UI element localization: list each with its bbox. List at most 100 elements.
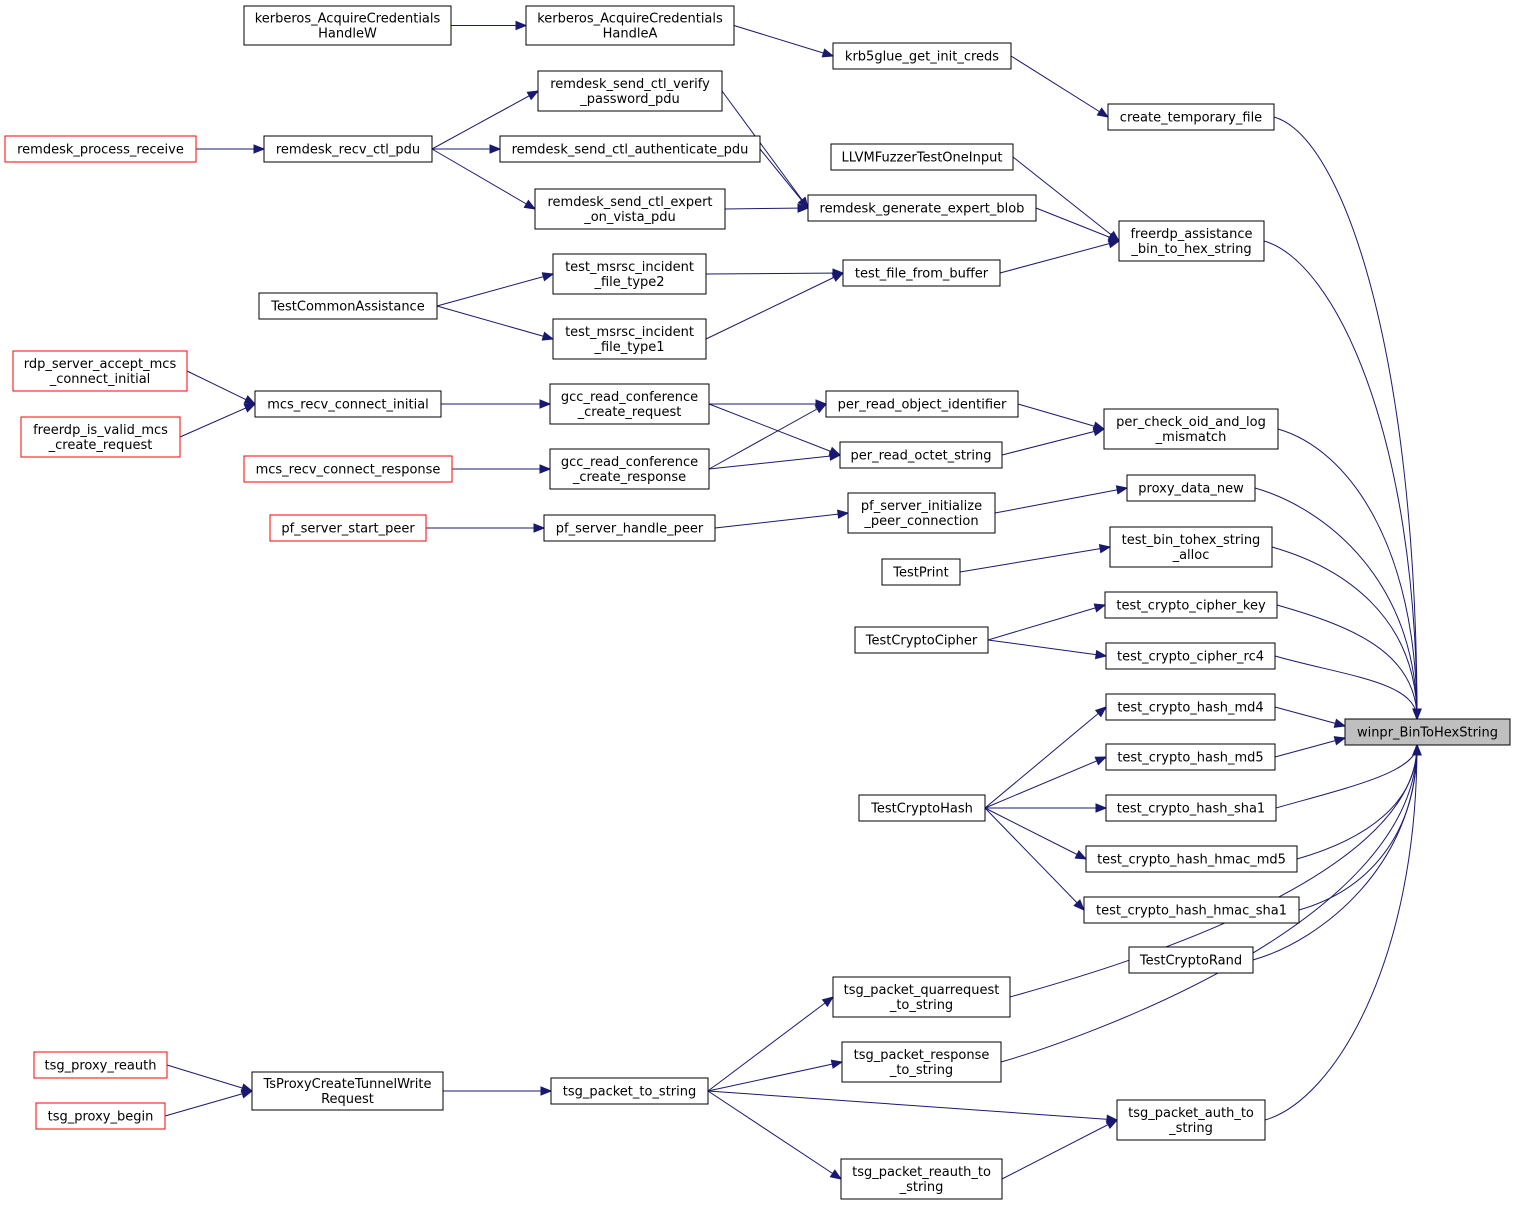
node-rdprecv[interactable]: remdesk_process_receive (4, 135, 197, 163)
arrowhead (243, 403, 257, 413)
node-tcck[interactable]: test_crypto_cipher_key (1104, 591, 1278, 619)
node-pssp[interactable]: pf_server_start_peer (269, 514, 427, 542)
node-tch[interactable]: TestCryptoHash (858, 794, 986, 822)
node-pcoid[interactable]: per_check_oid_and_log_mismatch (1103, 408, 1279, 450)
node-tpqts[interactable]: tsg_packet_quarrequest_to_string (832, 976, 1011, 1018)
node-tca[interactable]: TestCommonAssistance (258, 292, 438, 320)
node-krb5[interactable]: krb5glue_get_init_creds (832, 42, 1012, 70)
node-mcsci[interactable]: mcs_recv_connect_initial (254, 390, 442, 418)
edge-line (987, 604, 1106, 641)
node-proi[interactable]: per_read_object_identifier (825, 390, 1019, 418)
edge-rdauth-to-rdgen (759, 148, 809, 210)
node-tprats[interactable]: tsg_packet_reauth_to_string (840, 1158, 1003, 1200)
node-label: _connect_initial (49, 372, 151, 387)
node-tchmd4[interactable]: test_crypto_hash_md4 (1105, 693, 1276, 721)
node-pros[interactable]: per_read_octet_string (839, 441, 1003, 469)
node-box (830, 143, 1014, 171)
node-box (1104, 591, 1278, 619)
node-fivm[interactable]: freerdp_is_valid_mcs_create_request (20, 416, 181, 458)
edge-tmt1-to-tfb (705, 272, 845, 340)
edge-line (733, 25, 834, 57)
node-label: test_crypto_hash_md4 (1117, 701, 1263, 716)
arrowhead (829, 451, 842, 461)
node-rdgen[interactable]: remdesk_generate_expert_blob (807, 194, 1037, 222)
node-label: _on_vista_pdu (583, 210, 676, 225)
node-tmt2[interactable]: test_msrsc_incident_file_type2 (552, 253, 707, 295)
node-tpts[interactable]: tsg_packet_to_string (550, 1077, 709, 1105)
node-label: proxy_data_new (1138, 482, 1244, 497)
node-box (840, 1158, 1003, 1200)
node-label: tsg_packet_quarrequest (844, 983, 1000, 998)
node-tchmd5[interactable]: test_crypto_hash_md5 (1105, 743, 1276, 771)
node-llvm[interactable]: LLVMFuzzerTestOneInput (830, 143, 1014, 171)
node-fabh[interactable]: freerdp_assistance_bin_to_hex_string (1118, 220, 1265, 262)
arrowhead (539, 464, 552, 474)
node-tpats[interactable]: tsg_packet_auth_to_string (1116, 1099, 1266, 1141)
node-rdverify[interactable]: remdesk_send_ctl_verify_password_pdu (537, 70, 723, 112)
node-tprint[interactable]: TestPrint (881, 558, 961, 586)
edge-tchhmd5-to-target (1296, 743, 1422, 860)
arrowhead (814, 403, 828, 414)
node-tcr[interactable]: TestCryptoRand (1128, 946, 1254, 974)
edge-psipc-to-pdn (994, 485, 1129, 514)
node-mcscr[interactable]: mcs_recv_connect_response (243, 455, 453, 483)
node-tfb[interactable]: test_file_from_buffer (842, 259, 1001, 287)
node-box (263, 135, 433, 163)
node-pshp[interactable]: pf_server_handle_peer (543, 514, 716, 542)
node-tmpfile[interactable]: create_temporary_file (1107, 103, 1275, 131)
arrowhead (1074, 850, 1088, 860)
node-tchsha1[interactable]: test_crypto_hash_sha1 (1105, 794, 1277, 822)
node-tpb[interactable]: tsg_proxy_begin (35, 1102, 166, 1130)
node-box (35, 1102, 166, 1130)
node-label: pf_server_start_peer (281, 522, 415, 537)
node-box (525, 5, 735, 46)
edge-gccresp-to-pros (708, 451, 842, 470)
arrowhead (1333, 718, 1347, 728)
node-tbtsa[interactable]: test_bin_tohex_string_alloc (1109, 526, 1273, 568)
node-tcc[interactable]: TestCryptoCipher (854, 626, 989, 654)
edge-line (984, 756, 1107, 809)
node-box (825, 390, 1019, 418)
arrowhead (240, 1089, 254, 1099)
edge-line (1263, 240, 1418, 720)
edge-tch-to-tchhmd5 (984, 807, 1088, 860)
edge-line (724, 207, 809, 210)
node-label: test_bin_tohex_string (1122, 533, 1261, 548)
node-label: mcs_recv_connect_response (256, 463, 441, 478)
edge-line (1277, 428, 1418, 720)
node-psipc[interactable]: pf_server_initialize_peer_connection (847, 492, 996, 534)
edge-fabh-to-target (1263, 240, 1422, 721)
node-box (12, 350, 188, 392)
node-tmt1[interactable]: test_msrsc_incident_file_type1 (552, 318, 707, 360)
edge-mcsci-to-gccreq (441, 399, 552, 409)
node-tchhsha1[interactable]: test_crypto_hash_hmac_sha1 (1083, 896, 1300, 924)
node-tpr[interactable]: tsg_proxy_reauth (33, 1051, 168, 1079)
node-gccresp[interactable]: gcc_read_conference_create_response (549, 448, 710, 490)
arrowhead (1073, 899, 1085, 911)
node-rsam[interactable]: rdp_server_accept_mcs_connect_initial (12, 350, 188, 392)
arrowhead (797, 196, 809, 210)
node-gccreq[interactable]: gcc_read_conference_create_request (549, 383, 710, 425)
node-box (1105, 693, 1276, 721)
edge-tpr-to-tpctwr (166, 1064, 254, 1093)
node-rdexpert[interactable]: remdesk_send_ctl_expert_on_vista_pdu (534, 188, 726, 230)
node-pdn[interactable]: proxy_data_new (1126, 474, 1256, 502)
node-tchhmd5[interactable]: test_crypto_hash_hmac_md5 (1085, 845, 1298, 873)
node-tccrc4[interactable]: test_crypto_cipher_rc4 (1105, 642, 1276, 670)
node-label: pf_server_handle_peer (556, 522, 704, 537)
edge-proi-to-pcoid (1017, 403, 1106, 431)
node-box (842, 259, 1001, 287)
node-rdrecvctl[interactable]: remdesk_recv_ctl_pdu (263, 135, 433, 163)
node-label: per_check_oid_and_log (1116, 415, 1266, 430)
node-label: _create_response (572, 470, 686, 485)
node-label: _bin_to_hex_string (1130, 242, 1251, 257)
node-tprts[interactable]: tsg_packet_response_to_string (841, 1041, 1002, 1083)
node-rdauth[interactable]: remdesk_send_ctl_authenticate_pdu (499, 135, 761, 163)
node-target[interactable]: winpr_BinToHexString (1344, 718, 1511, 746)
node-label: test_file_from_buffer (855, 267, 989, 282)
node-label: remdesk_send_ctl_verify (550, 77, 710, 92)
node-label: remdesk_process_receive (17, 143, 184, 158)
